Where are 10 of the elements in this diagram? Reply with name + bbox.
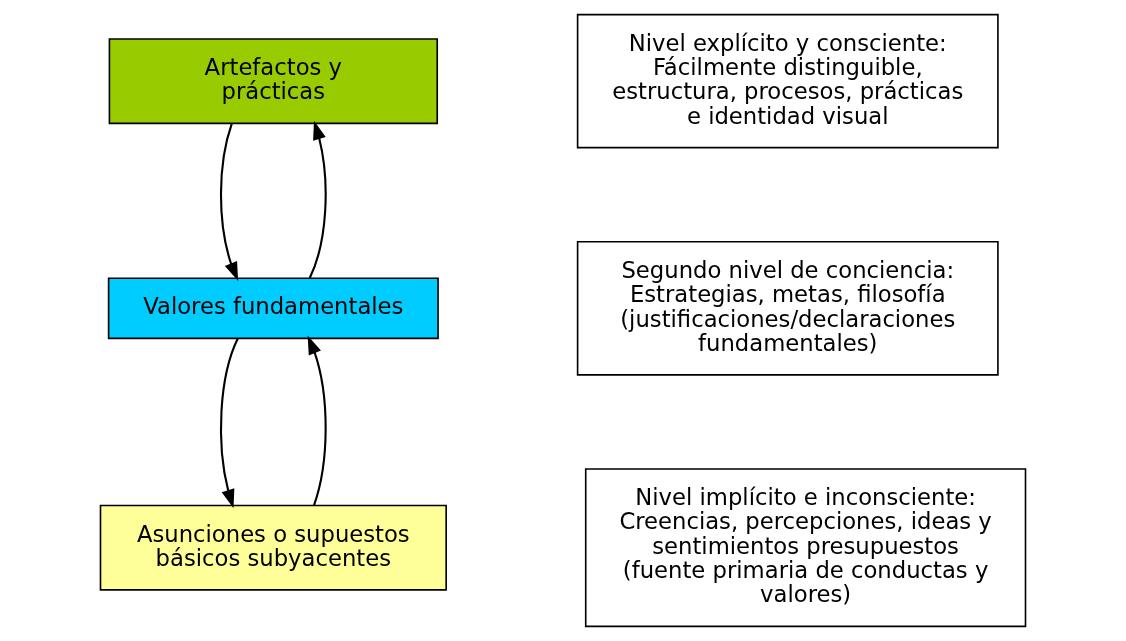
node-box: Asunciones o supuestos básicos subyacentes [99, 504, 447, 591]
arrow [307, 335, 327, 506]
arrow [308, 120, 327, 279]
node-box: Valores fundamentales [107, 277, 439, 340]
node-box: Nivel implícito e inconsciente: Creencias, percepciones, ideas y sentimientos presupuestos (fuente primaria de conductas y valores) [584, 468, 1027, 628]
arrow [219, 338, 239, 509]
node-box: Nivel explícito y consciente: Fácilmente distinguible, estructura, procesos, prácticas e identidad visual [576, 13, 999, 149]
node-box: Segundo nivel de conciencia: Estrategias, metas, filosofía (justificaciones/declaraciones fundamentales) [576, 241, 999, 376]
node-box: Artefactos y prácticas [108, 38, 439, 125]
arrow [219, 123, 239, 281]
